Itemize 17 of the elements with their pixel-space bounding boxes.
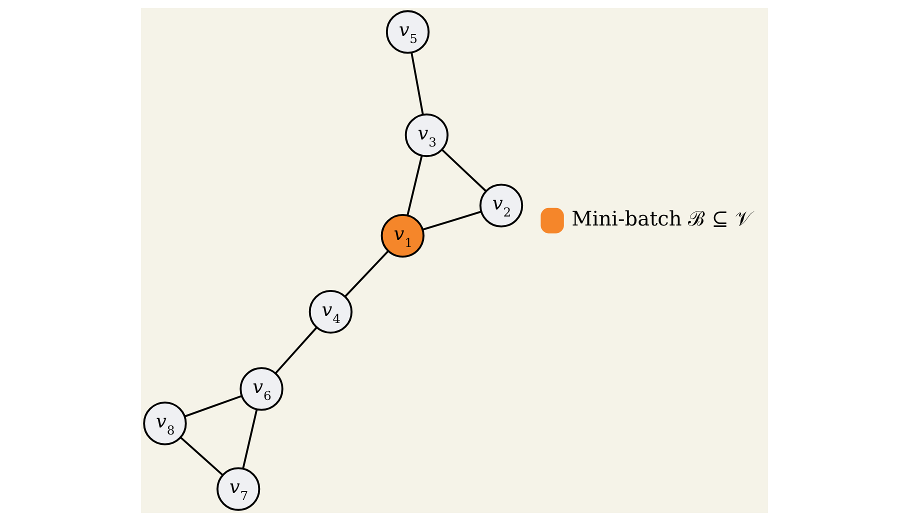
node-circle: v$_{7}$ [216,467,260,511]
connector [344,250,388,298]
connector [274,326,317,374]
connector [440,149,486,192]
connector [242,409,258,469]
connector [422,210,481,231]
node-circle: v$_{4}$ [308,290,352,334]
node-circle: v$_{3}$ [404,113,448,158]
connector [410,52,424,115]
connector [406,155,422,216]
node-circle: v$_{8}$ [142,402,186,446]
node-circle: v$_{5}$ [385,10,430,54]
node-circle: v$_{6}$ [239,367,283,411]
connector [184,395,242,418]
node-circle: v$_{1}$ [380,214,424,258]
connector [179,436,223,476]
node-circle: v$_{2}$ [478,184,523,228]
